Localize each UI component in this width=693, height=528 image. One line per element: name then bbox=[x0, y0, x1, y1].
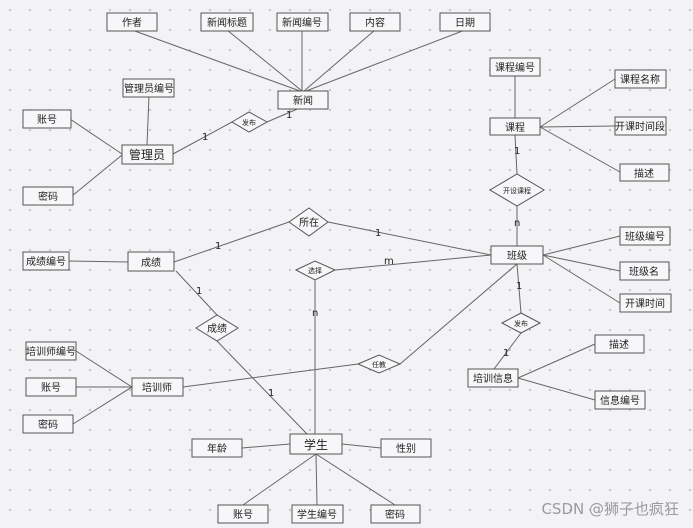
svg-text:作者: 作者 bbox=[122, 17, 142, 29]
svg-text:课程: 课程 bbox=[505, 122, 525, 134]
svg-text:描述: 描述 bbox=[634, 167, 654, 180]
card-belongs-class: 1 bbox=[375, 228, 381, 239]
svg-text:新闻标题: 新闻标题 bbox=[207, 16, 247, 29]
svg-text:发布: 发布 bbox=[514, 319, 528, 328]
svg-text:信息编号: 信息编号 bbox=[600, 394, 640, 407]
attribute-admin-password: 密码 bbox=[22, 186, 74, 206]
attribute-course-description: 描述 bbox=[619, 163, 670, 182]
watermark: CSDN @狮子也疯狂 bbox=[541, 500, 679, 518]
entity-admin: 管理员 bbox=[121, 144, 174, 165]
card-scorerel-student: 1 bbox=[268, 388, 274, 399]
svg-text:管理员编号: 管理员编号 bbox=[124, 82, 174, 95]
relationship-serve: 任教 bbox=[356, 354, 402, 374]
svg-text:所在: 所在 bbox=[299, 217, 319, 229]
attribute-score-id: 成绩编号 bbox=[22, 251, 70, 271]
attribute-news-id: 新闻编号 bbox=[276, 12, 329, 32]
connector-lines bbox=[68, 29, 621, 506]
attribute-date: 日期 bbox=[439, 12, 491, 32]
attribute-class-time: 开课时间 bbox=[619, 293, 672, 313]
attribute-training-description: 描述 bbox=[594, 334, 645, 354]
svg-text:内容: 内容 bbox=[365, 16, 385, 29]
relationship-select: 选择 bbox=[294, 260, 337, 281]
svg-text:管理员: 管理员 bbox=[129, 147, 165, 162]
svg-text:年龄: 年龄 bbox=[207, 442, 227, 455]
attribute-admin-id: 管理员编号 bbox=[122, 78, 175, 98]
svg-text:性别: 性别 bbox=[396, 442, 416, 455]
attribute-student-account: 账号 bbox=[217, 504, 269, 524]
svg-text:描述: 描述 bbox=[609, 338, 629, 351]
svg-text:密码: 密码 bbox=[385, 508, 405, 521]
svg-text:学生编号: 学生编号 bbox=[297, 508, 337, 521]
card-offer-class: n bbox=[514, 218, 520, 229]
relationship-score: 成绩 bbox=[195, 314, 239, 342]
svg-text:班级名: 班级名 bbox=[629, 265, 659, 278]
attribute-student-gender: 性别 bbox=[380, 438, 432, 458]
attribute-trainer-account: 账号 bbox=[25, 377, 77, 397]
entity-student: 学生 bbox=[289, 433, 343, 455]
svg-text:培训师编号: 培训师编号 bbox=[26, 345, 76, 358]
svg-text:成绩编号: 成绩编号 bbox=[26, 255, 66, 268]
attribute-class-name: 班级名 bbox=[619, 261, 670, 281]
entity-training-info: 培训信息 bbox=[467, 368, 519, 388]
svg-text:新闻编号: 新闻编号 bbox=[282, 16, 322, 29]
relationship-belongs: 所在 bbox=[288, 207, 329, 237]
svg-text:账号: 账号 bbox=[37, 114, 57, 126]
attribute-student-age: 年龄 bbox=[191, 438, 243, 458]
svg-text:培训师: 培训师 bbox=[142, 381, 172, 394]
entity-trainer: 培训师 bbox=[131, 377, 184, 397]
card-class-publish: 1 bbox=[516, 281, 522, 292]
entity-news: 新闻 bbox=[277, 90, 329, 110]
svg-text:开设课程: 开设课程 bbox=[503, 186, 531, 195]
svg-text:班级: 班级 bbox=[507, 250, 527, 262]
card-select-student: n bbox=[312, 308, 318, 319]
attribute-info-id: 信息编号 bbox=[594, 390, 646, 410]
svg-text:发布: 发布 bbox=[242, 118, 256, 127]
svg-text:成绩: 成绩 bbox=[141, 256, 161, 269]
attribute-news-title: 新闻标题 bbox=[200, 12, 254, 32]
relationship-publish-news: 发布 bbox=[231, 111, 269, 133]
attribute-trainer-id: 培训师编号 bbox=[25, 341, 77, 361]
svg-text:开课时间段: 开课时间段 bbox=[615, 120, 665, 133]
svg-text:培训信息: 培训信息 bbox=[473, 372, 513, 385]
attribute-course-id: 课程编号 bbox=[489, 57, 541, 77]
svg-text:成绩: 成绩 bbox=[207, 322, 227, 335]
cardinality-labels: 1 1 1 n 1 1 m n 1 1 1 1 bbox=[196, 110, 522, 399]
svg-text:新闻: 新闻 bbox=[293, 94, 313, 107]
attribute-class-id: 班级编号 bbox=[619, 226, 671, 246]
svg-text:选择: 选择 bbox=[308, 266, 322, 275]
attribute-content: 内容 bbox=[349, 12, 401, 32]
svg-text:课程编号: 课程编号 bbox=[495, 61, 535, 74]
card-score-scorerel: 1 bbox=[196, 286, 202, 297]
attribute-author: 作者 bbox=[106, 12, 158, 32]
svg-text:日期: 日期 bbox=[455, 17, 475, 29]
attribute-course-name: 课程名称 bbox=[614, 69, 667, 89]
svg-text:学生: 学生 bbox=[304, 437, 328, 452]
entity-course: 课程 bbox=[489, 117, 541, 136]
svg-text:课程名称: 课程名称 bbox=[620, 73, 660, 86]
card-score-belongs: 1 bbox=[215, 241, 221, 252]
card-course-offer: 1 bbox=[514, 146, 520, 157]
svg-text:账号: 账号 bbox=[41, 382, 61, 394]
relationship-offer-course: 开设课程 bbox=[489, 173, 545, 207]
card-publish-news: 1 bbox=[286, 110, 292, 121]
entity-score: 成绩 bbox=[127, 251, 175, 272]
entity-class: 班级 bbox=[490, 245, 544, 265]
svg-text:开课时间: 开课时间 bbox=[625, 297, 665, 310]
attribute-student-id: 学生编号 bbox=[291, 504, 344, 524]
svg-text:密码: 密码 bbox=[38, 418, 58, 431]
relationship-publish-training: 发布 bbox=[500, 312, 542, 334]
svg-text:密码: 密码 bbox=[38, 190, 58, 203]
card-publish-info: 1 bbox=[503, 348, 509, 359]
svg-text:任教: 任教 bbox=[372, 360, 386, 369]
attribute-trainer-password: 密码 bbox=[22, 414, 74, 434]
svg-text:班级编号: 班级编号 bbox=[625, 230, 665, 243]
card-select-class: m bbox=[384, 256, 394, 267]
attribute-admin-account: 账号 bbox=[22, 109, 72, 129]
attribute-student-password: 密码 bbox=[370, 504, 421, 524]
card-admin-publish: 1 bbox=[202, 132, 208, 143]
attribute-course-period: 开课时间段 bbox=[614, 116, 667, 136]
svg-text:账号: 账号 bbox=[233, 509, 253, 521]
